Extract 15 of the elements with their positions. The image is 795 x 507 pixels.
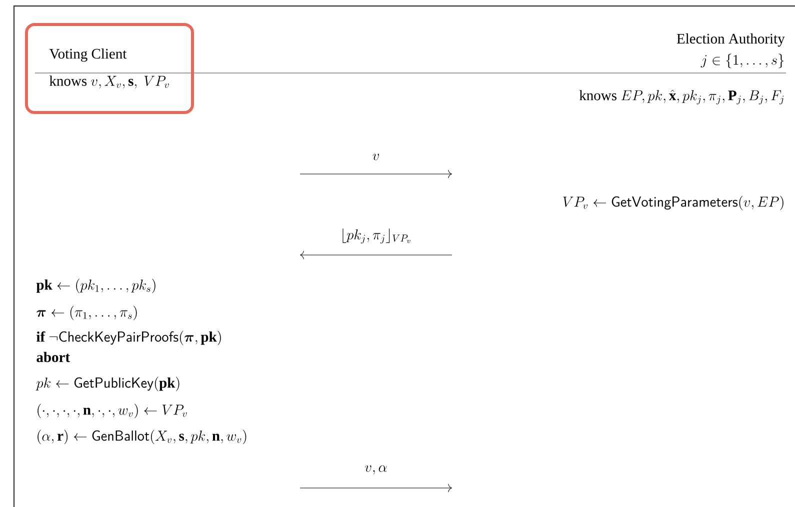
index-range: $j\in\{1,\ldots,s\}$ — [700, 54, 784, 68]
message-label: $v, \alpha$ — [365, 465, 387, 474]
party-name: Election Authority — [676, 33, 785, 47]
highlight-box: Voting Client $\mbox{knows}\ v, X_v, \mathbf{s},\ VP_v$ — [25, 23, 194, 114]
computation-line: $VP_v \leftarrow \mathsf{GetVotingParameters}(v, EP)$ — [563, 196, 784, 210]
computation-line: $\mathbf{abort}$ — [36, 352, 70, 362]
computation-line: $pk \leftarrow \mathsf{GetPublicKey}(\mathbf{pk})$ — [36, 376, 180, 392]
knowledge-line: $\mbox{knows}\ EP, pk, \hat{\mathbf{x}}, pk_j, \pi_j, \mathbf{P}_j, B_j, F_j$ — [579, 90, 784, 104]
message-label: $v$ — [372, 154, 379, 160]
computation-line: $(\alpha,\mathbf{r}) \leftarrow \mathsf{GenBallot}(X_v,\mathbf{s},pk,\mathbf{n},w_v)$ — [38, 430, 246, 444]
computation-line: $\mathbf{pk} \leftarrow (pk_1,\ldots,pk_s)$ — [36, 278, 156, 294]
computation-line: $\boldsymbol{\pi} \leftarrow (\pi_1,\ldots,\pi_s)$ — [36, 306, 137, 320]
computation-line: $\mathbf{if}\ \neg\mathsf{CheckKeyPairProofs}(\boldsymbol{\pi},\mathbf{pk})$ — [36, 330, 221, 346]
message-label: $\lfloor pk_j, \pi_j \rfloor_{VP_v}$ — [342, 228, 410, 244]
computation-line: $(\cdot,\cdot,\cdot,\cdot,\mathbf{n},\cdot,\cdot,w_v) \leftarrow VP_v$ — [38, 404, 187, 418]
